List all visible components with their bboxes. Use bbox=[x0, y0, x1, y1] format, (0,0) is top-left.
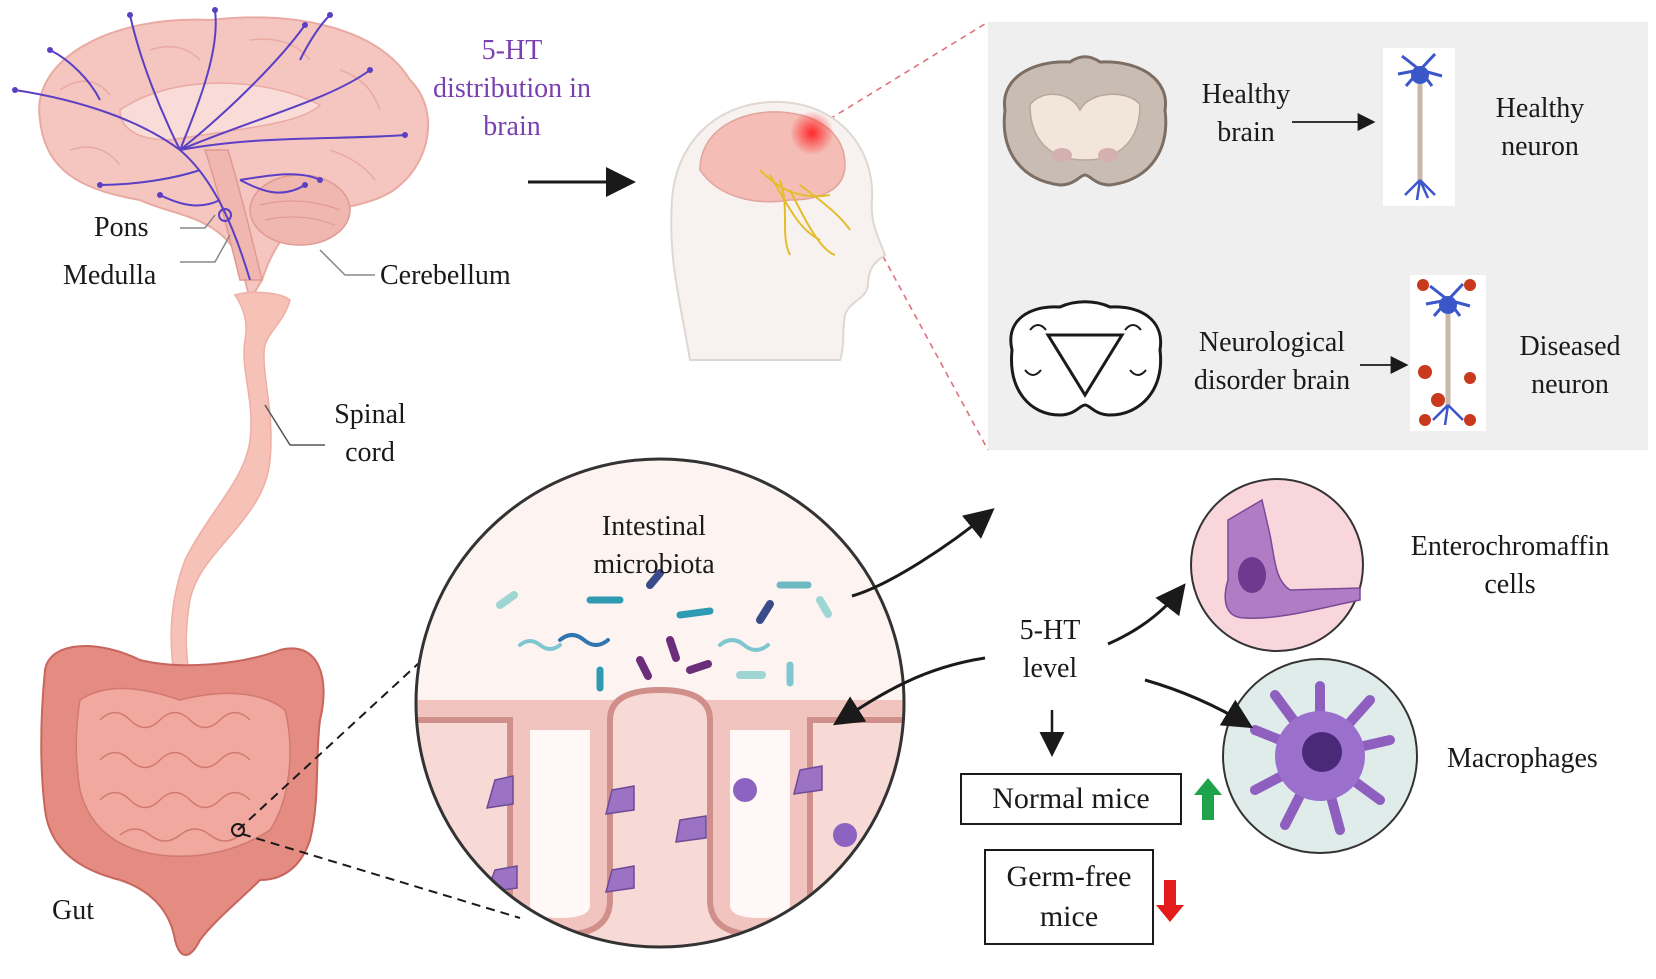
healthy-neuron-label: Healthy neuron bbox=[1480, 90, 1600, 166]
spinal-cord-line1: Spinal bbox=[334, 399, 406, 430]
diseased-neuron-line2: neuron bbox=[1531, 369, 1609, 400]
brain-title-line3: brain bbox=[483, 111, 541, 142]
arrow-microbiota-to-brain bbox=[851, 508, 995, 598]
intestine-zoom-circle bbox=[414, 457, 906, 949]
healthy-brain-slice bbox=[1002, 55, 1168, 187]
brain-title: 5-HT distribution in brain bbox=[412, 32, 612, 146]
zoom-line-upper bbox=[819, 21, 989, 126]
spinal-cord-label: Spinal cord bbox=[315, 396, 425, 472]
healthy-brain-line1: Healthy bbox=[1201, 79, 1291, 110]
disorder-brain-slice bbox=[1009, 300, 1163, 417]
cerebellum-label: Cerebellum bbox=[380, 260, 511, 291]
medulla-label: Medulla bbox=[63, 260, 157, 291]
arrow-level-to-macrophages bbox=[1144, 678, 1254, 729]
diseased-neuron bbox=[1410, 275, 1486, 431]
down-arrow-red bbox=[1156, 880, 1184, 922]
disorder-brain-line2: disorder brain bbox=[1193, 365, 1351, 396]
enterochromaffin-label: Enterochromaffin cells bbox=[1392, 528, 1628, 604]
germfree-mice-box: Germ-free mice bbox=[984, 849, 1154, 945]
enterochromaffin-line1: Enterochromaffin bbox=[1410, 531, 1610, 562]
gut-label: Gut bbox=[52, 895, 94, 926]
spinal-cord-line2: cord bbox=[345, 437, 395, 468]
macrophages-label: Macrophages bbox=[1447, 743, 1598, 774]
germfree-mice-line1: Germ-free bbox=[1006, 860, 1132, 893]
normal-mice-label: Normal mice bbox=[992, 782, 1150, 815]
healthy-brain-label: Healthy brain bbox=[1186, 76, 1306, 152]
healthy-neuron-line1: Healthy bbox=[1495, 93, 1585, 124]
serotonin-level-line2: level bbox=[1022, 653, 1078, 684]
pons-label: Pons bbox=[94, 212, 149, 243]
arrow-level-to-intestine bbox=[832, 656, 986, 726]
diseased-neuron-label: Diseased neuron bbox=[1500, 328, 1640, 404]
macrophage-circle bbox=[1222, 658, 1418, 854]
intestinal-microbiota-label: Intestinal microbiota bbox=[584, 508, 724, 584]
healthy-neuron bbox=[1383, 48, 1455, 206]
healthy-neuron-line2: neuron bbox=[1501, 131, 1579, 162]
up-arrow-green bbox=[1194, 778, 1222, 820]
disorder-brain-line1: Neurological bbox=[1198, 327, 1346, 358]
spinal-cord bbox=[170, 291, 325, 681]
gut-illustration bbox=[40, 645, 521, 956]
microbiota-line2: microbiota bbox=[593, 549, 715, 580]
normal-mice-box: Normal mice bbox=[960, 773, 1182, 825]
enterochromaffin-circle bbox=[1190, 478, 1364, 652]
diseased-neuron-line1: Diseased bbox=[1519, 331, 1621, 362]
head-profile bbox=[670, 100, 887, 361]
healthy-brain-line2: brain bbox=[1217, 117, 1275, 148]
brain-title-line1: 5-HT bbox=[481, 35, 543, 66]
serotonin-level-line1: 5-HT bbox=[1019, 615, 1081, 646]
arrow-level-to-enterochromaffin bbox=[1107, 583, 1186, 646]
microbiota-line1: Intestinal bbox=[601, 511, 707, 542]
germfree-mice-line2: mice bbox=[1039, 900, 1099, 933]
enterochromaffin-line2: cells bbox=[1484, 569, 1536, 600]
sagittal-brain bbox=[12, 7, 430, 303]
serotonin-level-label: 5-HT level bbox=[1000, 612, 1100, 688]
disorder-brain-label: Neurological disorder brain bbox=[1172, 324, 1372, 400]
brain-title-line2: distribution in bbox=[433, 73, 591, 104]
